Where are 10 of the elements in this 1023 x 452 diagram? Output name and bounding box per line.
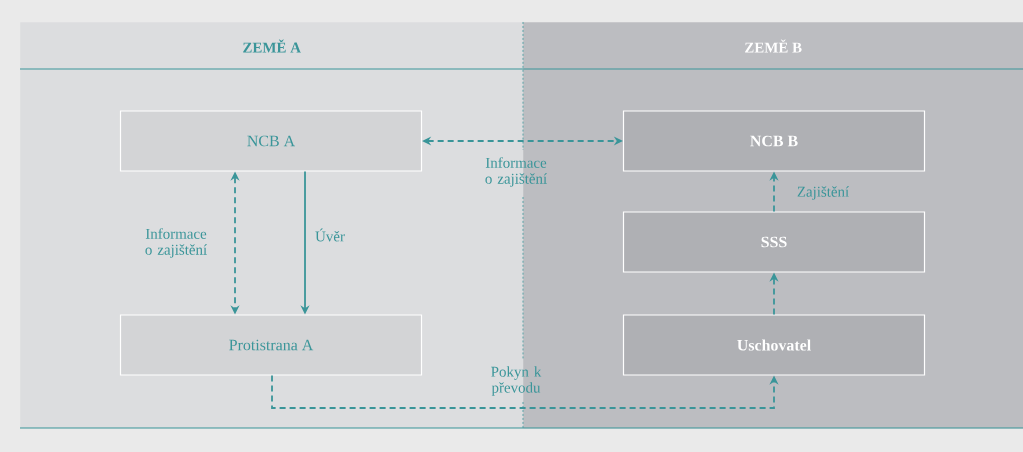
process-box: NCB A bbox=[119, 110, 423, 172]
process-box: Protistrana A bbox=[119, 314, 423, 376]
edge-label: Informace o zajištění bbox=[485, 157, 547, 187]
edge-label: Pokyn k převodu bbox=[491, 366, 542, 396]
process-box: NCB B bbox=[622, 110, 926, 172]
edge-label: Úvěr bbox=[315, 228, 345, 242]
edge-label: Informace o zajištění bbox=[145, 228, 207, 258]
process-box: Uschovatel bbox=[622, 314, 926, 376]
edge-label: Zajištění bbox=[797, 186, 849, 200]
process-box: SSS bbox=[622, 211, 926, 273]
